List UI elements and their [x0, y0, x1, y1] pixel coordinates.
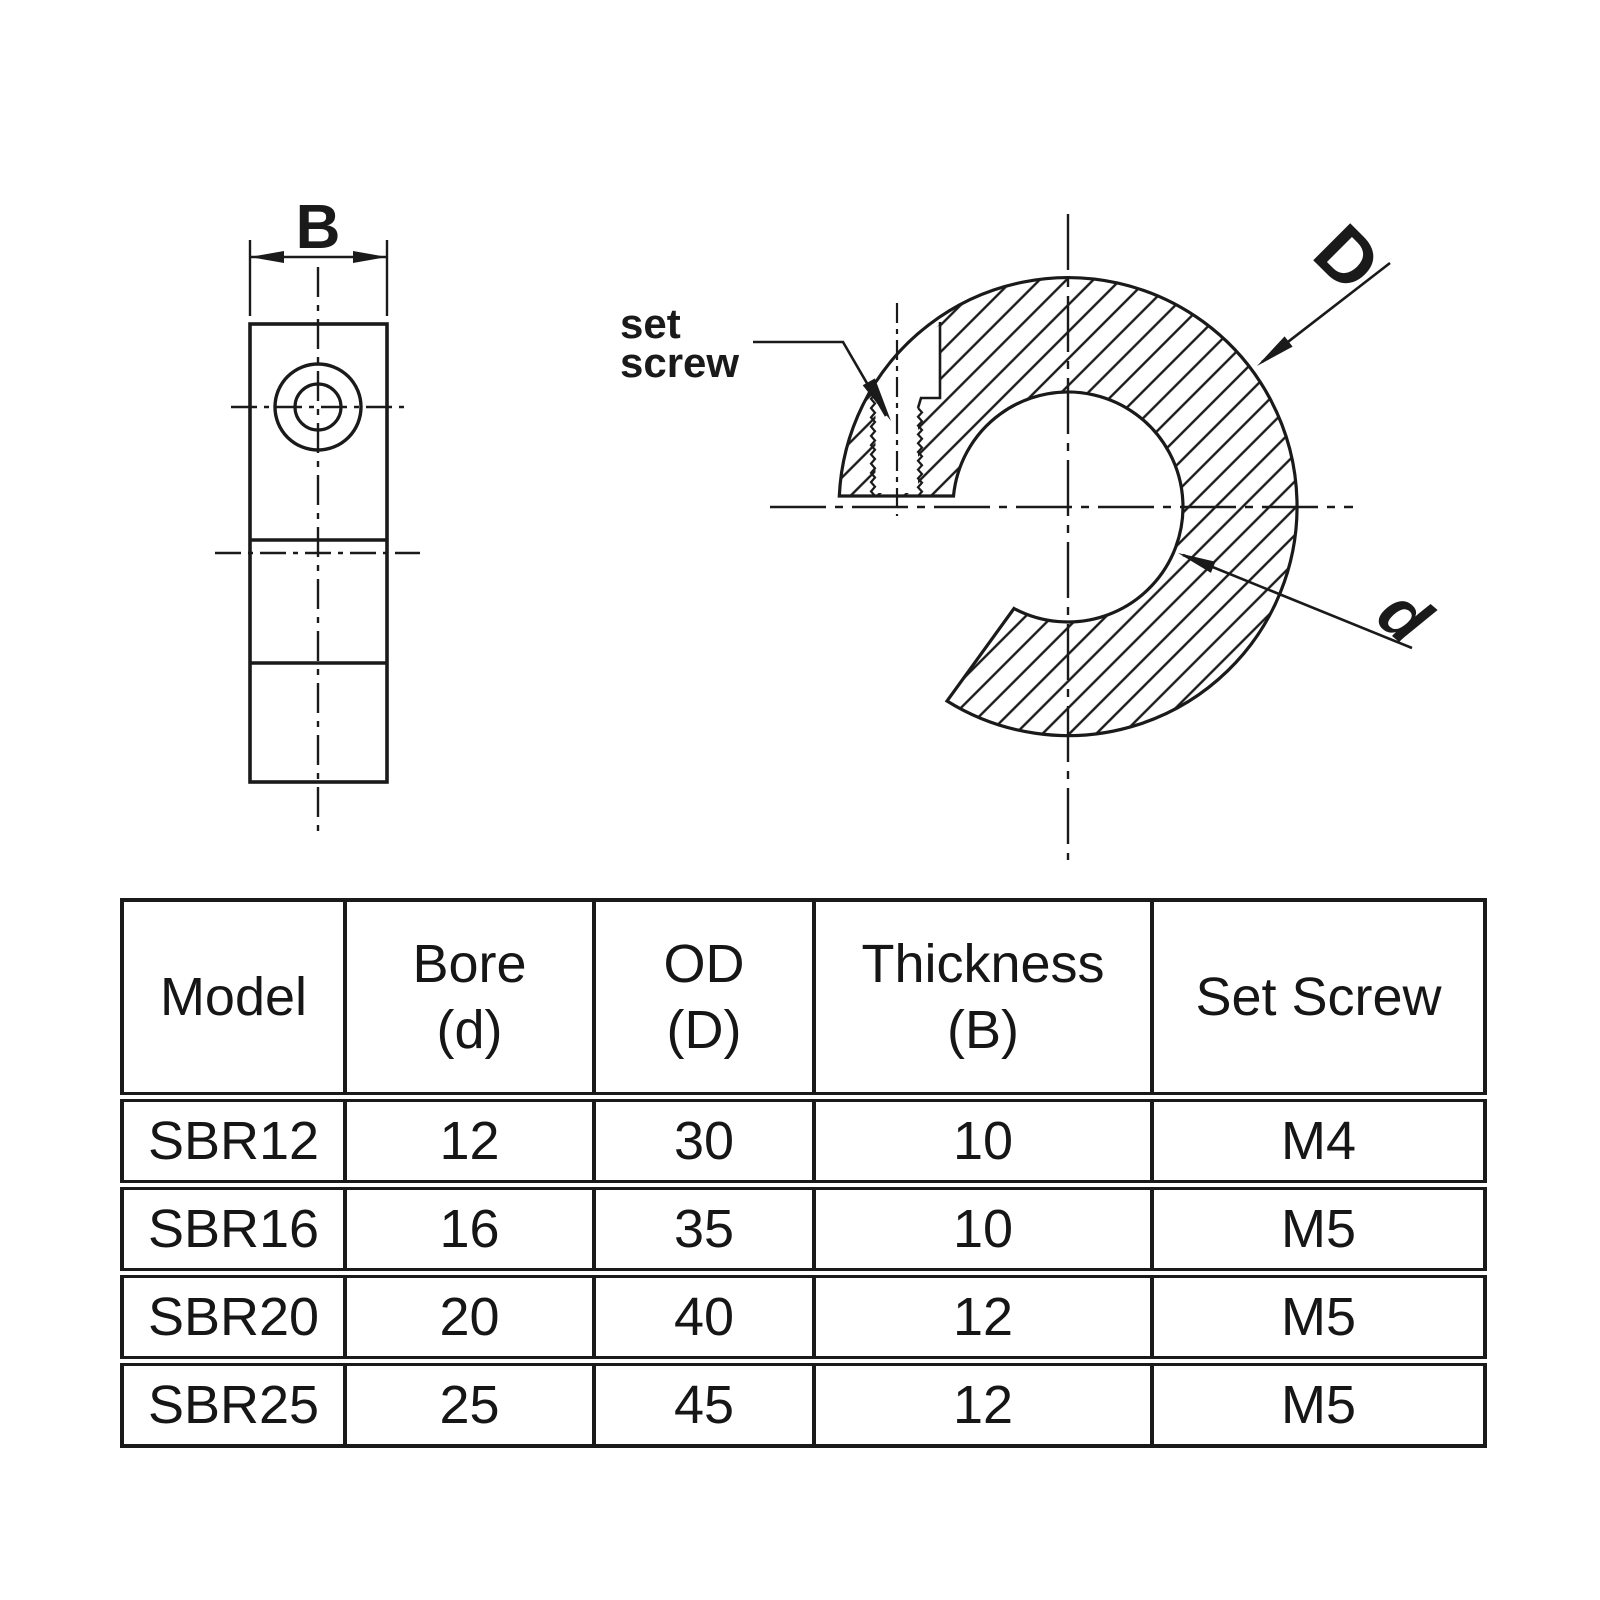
- cell-thickness: 12: [812, 1273, 1154, 1366]
- cell-od: 40: [592, 1273, 816, 1366]
- spec-table: Model Bore (d) OD (D) Thickness (B) Set …: [120, 898, 1487, 1448]
- cell-thickness: 12: [812, 1361, 1154, 1448]
- col-header-set-screw-label: Set Screw: [1195, 967, 1442, 1027]
- cell-thickness: 10: [812, 1185, 1154, 1278]
- col-header-od-label: OD: [663, 934, 745, 994]
- col-header-bore: Bore (d): [343, 900, 596, 1102]
- cell-od: 30: [592, 1097, 816, 1190]
- cell-od: 45: [592, 1361, 816, 1448]
- front-view: set screw D d: [620, 209, 1445, 860]
- cell-set-screw: M5: [1150, 1185, 1487, 1278]
- col-header-thickness-label: Thickness: [861, 934, 1105, 994]
- side-view: B: [215, 193, 420, 839]
- dimension-arrow-right: [353, 251, 387, 263]
- cell-set-screw: M4: [1150, 1097, 1487, 1190]
- set-screw-label-line1: set: [620, 300, 681, 347]
- col-header-od: OD (D): [592, 900, 816, 1102]
- outer-diameter-arrowhead: [1257, 336, 1293, 366]
- bore-label: d: [1364, 574, 1446, 660]
- cell-set-screw: M5: [1150, 1273, 1487, 1366]
- col-header-thickness-symbol: (B): [947, 1000, 1019, 1060]
- col-header-thickness: Thickness (B): [812, 900, 1154, 1102]
- set-screw-leader-arrowhead: [862, 378, 891, 421]
- outer-diameter-callout: D: [1257, 209, 1396, 366]
- cell-model: SBR16: [120, 1185, 347, 1278]
- col-header-bore-symbol: (d): [436, 1000, 503, 1060]
- col-header-bore-label: Bore: [412, 934, 527, 994]
- dimension-arrow-left: [250, 251, 284, 263]
- cell-set-screw: M5: [1150, 1361, 1487, 1448]
- cell-model: SBR20: [120, 1273, 347, 1366]
- outer-diameter-label: D: [1298, 209, 1397, 308]
- cell-od: 35: [592, 1185, 816, 1278]
- thread-left-edge: [869, 384, 877, 497]
- col-header-set-screw: Set Screw: [1150, 900, 1487, 1102]
- table-row-sbr20: SBR20 20 40 12 M5: [120, 1273, 1487, 1366]
- dimension-B: [248, 240, 389, 316]
- col-header-model: Model: [120, 900, 347, 1102]
- cell-bore: 16: [343, 1185, 596, 1278]
- thread-right-edge: [916, 407, 924, 497]
- cell-bore: 25: [343, 1361, 596, 1448]
- set-screw-callout: set screw: [620, 300, 891, 421]
- spec-table-header-row: Model Bore (d) OD (D) Thickness (B) Set …: [120, 900, 1487, 1102]
- collar-body: [837, 276, 1299, 738]
- set-screw-label-line2: screw: [620, 339, 739, 386]
- table-row-sbr16: SBR16 16 35 10 M5: [120, 1185, 1487, 1278]
- bore-leader-line: [1182, 553, 1413, 650]
- cell-model: SBR12: [120, 1097, 347, 1190]
- channel-right-wall: [916, 322, 942, 409]
- cell-bore: 20: [343, 1273, 596, 1366]
- thickness-dim-label: B: [296, 193, 341, 262]
- cell-thickness: 10: [812, 1097, 1154, 1190]
- bore-arrowhead: [1178, 553, 1216, 573]
- table-row-sbr25: SBR25 25 45 12 M5: [120, 1361, 1487, 1448]
- col-header-model-label: Model: [159, 967, 308, 1027]
- set-screw-channel: [875, 325, 940, 493]
- col-header-od-symbol: (D): [666, 1000, 742, 1060]
- table-row-sbr12: SBR12 12 30 10 M4: [120, 1097, 1487, 1190]
- cell-model: SBR25: [120, 1361, 347, 1448]
- cell-bore: 12: [343, 1097, 596, 1190]
